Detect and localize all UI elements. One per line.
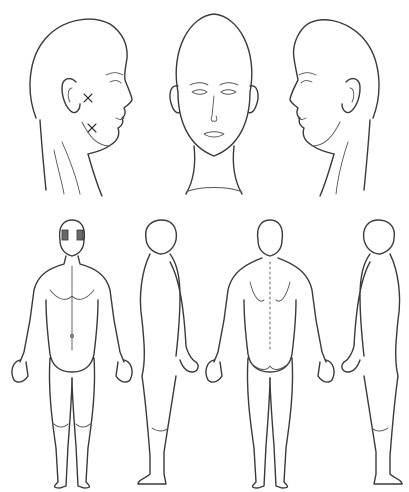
head-front-view [170,14,258,194]
body-back-view [206,220,334,488]
leg [138,376,176,484]
leg-left [49,358,72,488]
knee [372,428,388,431]
neck-muscle [62,142,80,194]
body-right-side-view [138,220,198,484]
ear-shade-left [62,230,68,240]
knee [152,428,168,431]
neck-front [320,154,334,196]
head [146,220,177,254]
front [360,254,370,356]
head-left-profile-view [290,20,379,196]
hand-left [206,360,222,382]
nose [211,96,217,121]
neck [186,146,242,194]
head-right-profile-view [30,19,132,196]
ear-shade-right [77,230,83,240]
head [364,220,395,254]
neck-front [88,154,102,196]
jaw [312,122,340,146]
eye [301,81,312,83]
clavicle [186,188,242,193]
neck-muscle-2 [54,150,64,194]
hand-left [12,360,28,382]
head [258,220,283,256]
body-left-side-view [342,220,402,484]
leg-right [72,358,95,488]
eye-left [192,90,207,95]
trunk [244,300,296,372]
ear [342,79,360,113]
head-outline [30,19,132,154]
head-outline [176,14,252,156]
x-mark-1 [84,94,92,102]
knee-right [76,424,90,427]
eyebrow [299,73,316,75]
scapula-left [250,282,264,301]
back [390,254,400,376]
head-outline [290,20,379,154]
leg-right [270,358,293,488]
back [140,254,150,376]
hand-right [116,360,132,382]
eyebrow-left [190,83,208,85]
neck-muscle [336,142,348,194]
leg [364,376,402,484]
knee-left [54,424,68,427]
ear [62,79,80,113]
eye-right [221,90,236,95]
x-mark-2 [88,124,96,132]
ear-inner [350,88,354,102]
jaw [82,122,110,146]
neck-back [364,120,370,190]
mouth [204,132,224,137]
arm [170,262,198,372]
eye [110,81,121,83]
eyebrow-right [220,83,238,85]
arm [342,262,370,372]
leg-left [247,358,270,488]
neck-back [40,120,46,190]
ear-inner [68,88,72,102]
hand-right [318,360,334,382]
front [170,254,180,356]
eyebrow [106,73,123,75]
body-front-view [12,220,132,488]
scapula-right [276,282,290,301]
